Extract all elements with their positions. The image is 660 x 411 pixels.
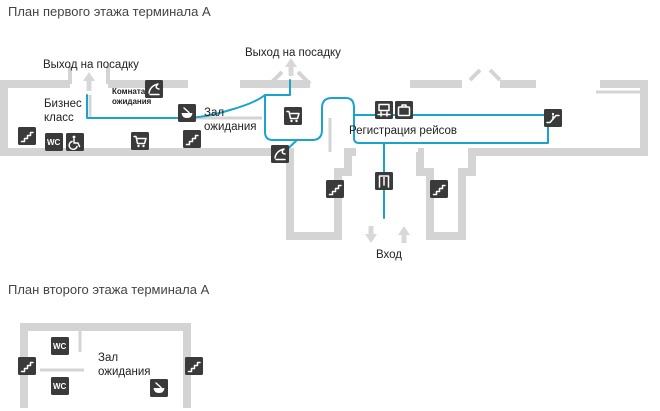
floor2-title: План второго этажа терминала А [8,282,210,297]
stairs-icon[interactable] [17,126,37,146]
stairs-icon[interactable] [429,179,449,199]
entrance-arrow-out [398,226,410,243]
business-label-line1: Бизнес [44,98,82,110]
wc-icon[interactable]: WC [45,133,63,151]
vip-lounge-icon[interactable] [270,144,290,164]
exit-arrow-left [83,72,95,91]
floor1-route [86,79,549,219]
vip-lounge-icon[interactable] [144,79,164,99]
floor1-gate-left [68,66,110,84]
security-gate-icon[interactable] [374,171,394,191]
business-label-line2: класс [44,112,74,124]
stairs-icon[interactable] [17,356,37,376]
wc-icon[interactable]: WC [51,377,69,395]
svg-text:WC: WC [53,382,67,391]
wheelchair-icon[interactable] [65,132,85,152]
vip-room-label-line1: Комната [112,87,146,96]
exit-arrow-center [285,58,297,76]
floor1-walls [0,80,648,240]
entrance-arrow-in [365,226,377,243]
exit-center-label: Выход на посадку [245,47,341,59]
shopping-cart-icon[interactable] [283,106,303,126]
floor1-title: План первого этажа терминала А [8,4,211,19]
svg-text:WC: WC [47,138,61,147]
shopping-cart-icon[interactable] [130,131,150,151]
floor1-gate-center [268,70,312,86]
cafe-bowl-icon[interactable] [177,103,197,123]
exit-left-label: Выход на посадку [43,59,139,71]
floor1-gate-right [468,68,502,82]
checkin-label: Регистрация рейсов [349,125,457,137]
svg-text:WC: WC [53,342,67,351]
escalator-icon[interactable] [543,108,563,128]
hall-label-line2: ожидания [204,121,257,133]
checkin-desk-icon[interactable] [374,100,394,120]
floor2-hall-label-line1: Зал [98,352,118,364]
stairs-icon[interactable] [182,129,202,149]
wc-icon[interactable]: WC [51,337,69,355]
vip-room-label-line2: ожидания [112,97,152,106]
floor2-hall-label-line2: ожидания [98,366,151,378]
floor1-inner-walls [88,90,644,152]
entrance-label: Вход [376,249,402,261]
floor2-inner-walls [40,330,84,372]
stairs-icon[interactable] [184,356,204,376]
luggage-icon[interactable] [394,100,414,120]
hall-label-line1: Зал [204,107,224,119]
stairs-icon[interactable] [325,179,345,199]
cafe-bowl-icon[interactable] [149,378,169,398]
